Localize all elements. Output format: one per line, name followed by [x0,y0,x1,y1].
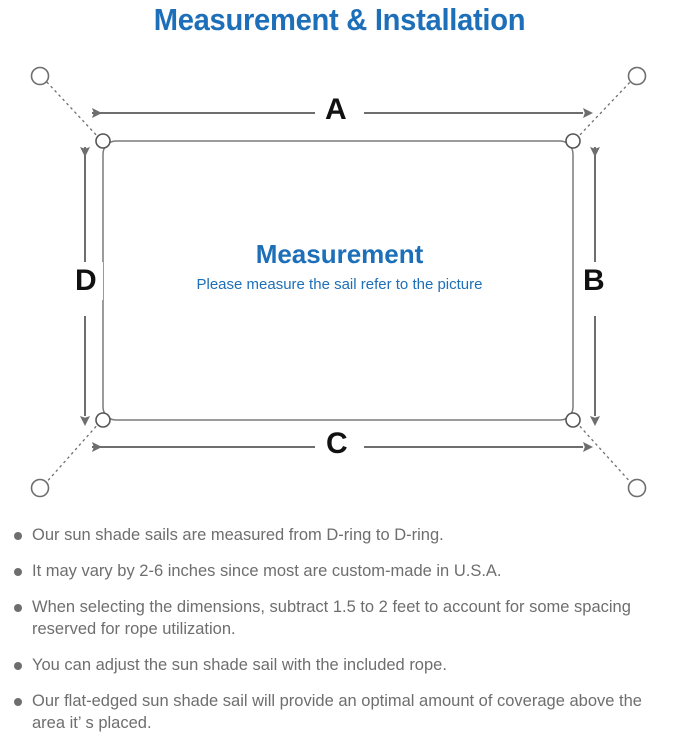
bullet-icon [14,568,22,576]
page-title: Measurement & Installation [153,2,526,37]
measurement-diagram: A B C D Measurement Please measure the s… [0,48,679,514]
rope-top-right [575,78,634,140]
bullet-icon [14,662,22,670]
d-ring-bottom-left [95,412,111,428]
list-item: Our sun shade sails are measured from D-… [0,524,679,546]
d-ring-top-left [95,133,111,149]
sail-center-title: Measurement [255,239,424,269]
dimension-label-a: A [318,95,354,125]
list-item: It may vary by 2-6 inches since most are… [0,560,679,582]
note-text: When selecting the dimensions, subtract … [32,598,631,638]
anchor-point-bottom-right [627,478,647,498]
sail-center-subtitle: Please measure the sail refer to the pic… [196,276,483,293]
anchor-points [30,66,647,498]
list-item: You can adjust the sun shade sail with t… [0,654,679,676]
rope-bottom-right [575,421,634,486]
notes-list: Our sun shade sails are measured from D-… [0,524,679,748]
bullet-icon [14,698,22,706]
note-text: You can adjust the sun shade sail with t… [32,656,447,674]
d-rings [95,133,581,428]
note-text: Our flat-edged sun shade sail will provi… [32,692,642,732]
dimension-label-d: D [69,262,103,300]
sail-outline [102,140,574,421]
anchor-point-bottom-left [30,478,50,498]
bullet-icon [14,604,22,612]
bullet-icon [14,532,22,540]
dimension-label-b: B [577,262,611,300]
anchor-ropes [43,78,634,486]
diagram-svg [30,66,647,498]
dimension-label-c: C [319,429,355,459]
d-ring-bottom-right [565,412,581,428]
note-text: Our sun shade sails are measured from D-… [32,526,444,544]
rope-bottom-left [43,421,101,486]
d-ring-top-right [565,133,581,149]
list-item: Our flat-edged sun shade sail will provi… [0,690,679,734]
rope-top-left [43,78,101,140]
anchor-point-top-right [627,66,647,86]
note-text: It may vary by 2-6 inches since most are… [32,562,502,580]
anchor-point-top-left [30,66,50,86]
list-item: When selecting the dimensions, subtract … [0,596,679,640]
